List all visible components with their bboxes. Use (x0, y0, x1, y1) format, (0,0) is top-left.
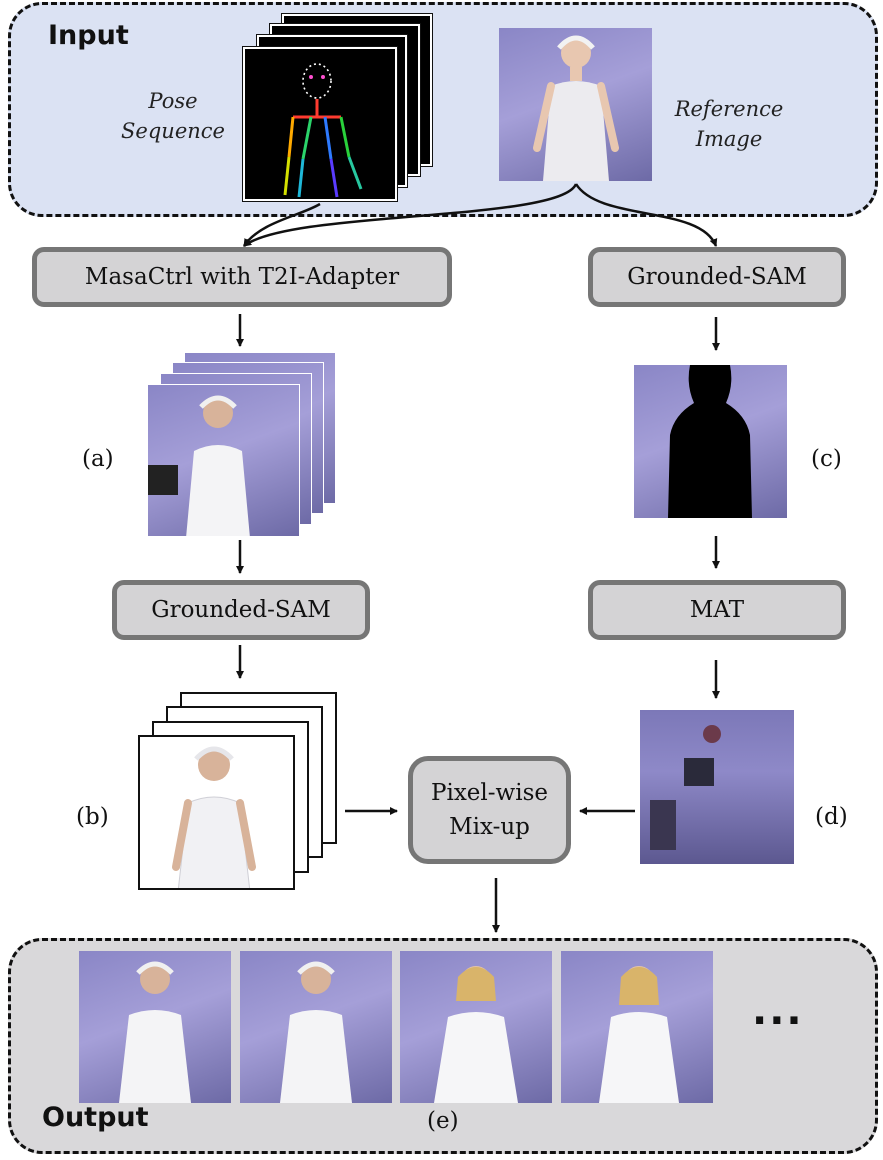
person-figure-graphic (119, 961, 191, 1103)
output-frame-4 (561, 951, 713, 1103)
segmented-frame-1 (138, 735, 295, 890)
more-frames-ellipsis: ... (752, 988, 804, 1034)
person-mask-graphic (668, 365, 752, 518)
pose-sequence-label: Pose Sequence (121, 89, 225, 143)
person-figure-graphic (172, 746, 256, 888)
person-figure-graphic (434, 966, 518, 1103)
input-title: Input (48, 20, 129, 51)
output-frame-1 (79, 951, 231, 1103)
output-frame-2 (240, 951, 392, 1103)
masactrl-t2i-adapter-module: MasaCtrl with T2I-Adapter (32, 247, 452, 307)
pose-skeleton-graphic (283, 63, 363, 198)
person-figure-graphic (533, 35, 619, 181)
label-b: (b) (76, 804, 109, 830)
person-figure-graphic (599, 966, 679, 1103)
generated-frame-1 (147, 384, 300, 537)
output-frame-3 (400, 951, 552, 1103)
output-title: Output (42, 1102, 149, 1133)
pixel-wise-mixup-module: Pixel-wise Mix-up (408, 756, 571, 864)
reference-image-label: Reference Image (674, 97, 784, 151)
label-a: (a) (82, 446, 114, 472)
label-e: (e) (427, 1108, 459, 1134)
grounded-sam-right-module: Grounded-SAM (588, 247, 846, 307)
input-panel (8, 2, 878, 217)
pose-frame-1 (242, 46, 398, 202)
inpainted-background-image (640, 710, 794, 864)
mat-module: MAT (588, 580, 846, 640)
label-c: (c) (811, 446, 842, 472)
grounded-sam-left-module: Grounded-SAM (112, 580, 370, 640)
masked-reference-image (634, 365, 787, 518)
room-background-graphic (650, 725, 721, 850)
reference-image (499, 28, 652, 181)
person-figure-graphic (148, 395, 250, 536)
person-figure-graphic (280, 961, 352, 1103)
label-d: (d) (815, 804, 848, 830)
